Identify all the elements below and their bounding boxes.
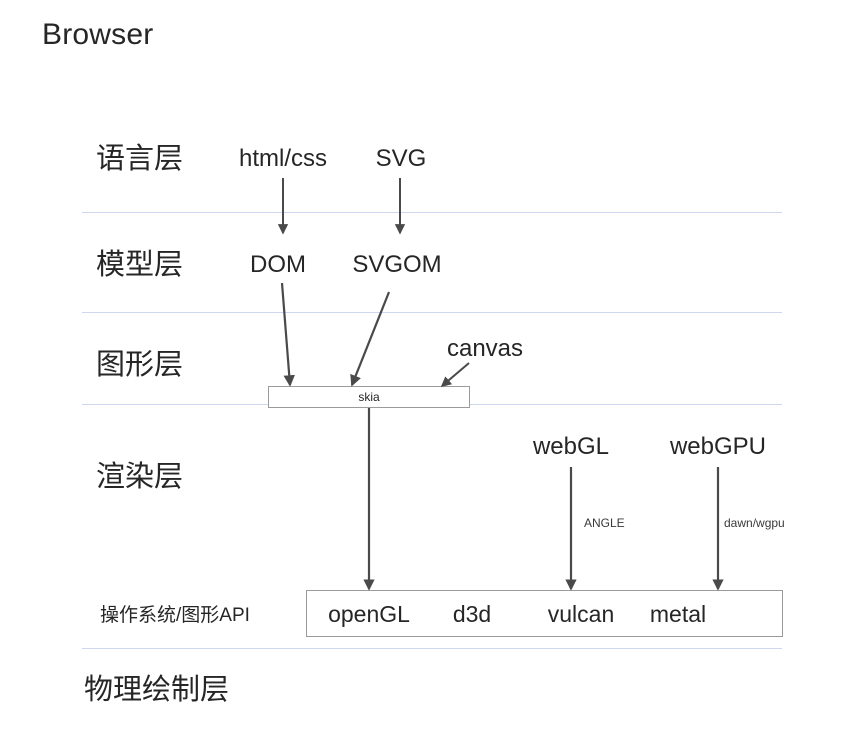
layer-label-render: 渲染层	[96, 461, 184, 493]
os-api-metal[interactable]: metal	[649, 601, 707, 627]
divider-render-physical	[82, 648, 782, 649]
os-api-box	[306, 590, 783, 637]
page-title: Browser	[42, 18, 154, 51]
node-svg[interactable]: SVG	[375, 145, 427, 172]
node-webgpu[interactable]: webGPU	[669, 433, 767, 460]
node-skia-label: skia	[358, 390, 380, 404]
divider-language-model	[82, 212, 782, 213]
node-canvas[interactable]: canvas	[446, 335, 524, 362]
layer-label-model: 模型层	[96, 249, 184, 281]
edge-label-dawn-wgpu: dawn/wgpu	[724, 516, 785, 530]
node-html-css[interactable]: html/css	[238, 145, 328, 172]
bottom-layer-title: 物理绘制层	[84, 674, 230, 706]
node-dom[interactable]: DOM	[250, 251, 306, 278]
os-api-opengl[interactable]: openGL	[328, 601, 410, 627]
layer-label-graphics: 图形层	[96, 349, 184, 381]
node-webgl[interactable]: webGL	[532, 433, 610, 460]
layer-label-language: 语言层	[96, 143, 184, 175]
arrow-canvas-to-skia	[440, 362, 470, 388]
node-skia-box[interactable]: skia	[268, 386, 470, 408]
os-api-vulcan[interactable]: vulcan	[547, 601, 615, 627]
divider-model-graphics	[82, 312, 782, 313]
node-svgom[interactable]: SVGOM	[352, 251, 442, 278]
os-api-d3d[interactable]: d3d	[452, 601, 492, 627]
arrow-dom-to-skia	[280, 282, 295, 387]
os-row-label: 操作系统/图形API	[100, 605, 250, 626]
edge-label-angle: ANGLE	[584, 516, 625, 530]
arrow-svgom-to-skia	[350, 291, 391, 387]
